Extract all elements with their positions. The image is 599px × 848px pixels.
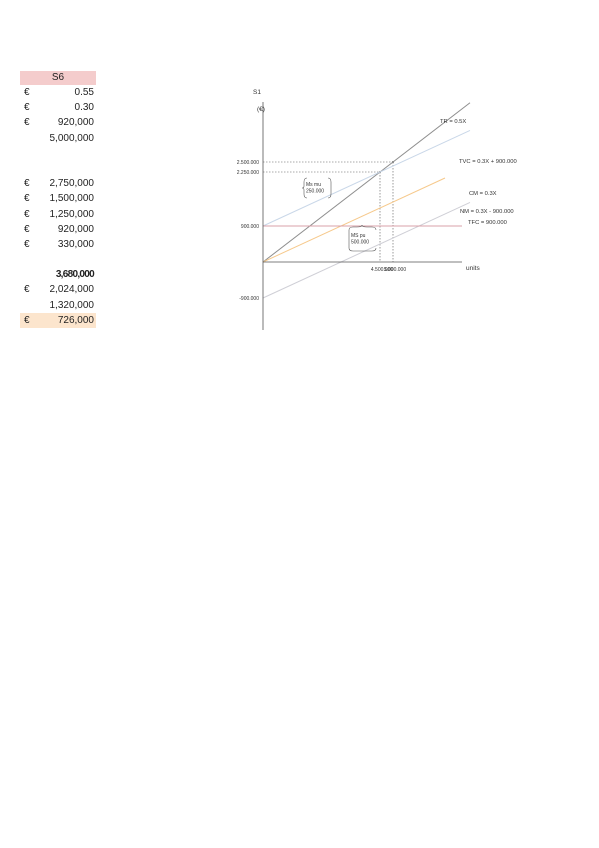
currency-symbol: € — [24, 208, 30, 220]
sheet-row: €920,000 — [20, 222, 96, 237]
cell-value: 0.55 — [74, 87, 94, 98]
cell-value: 1,320,000 — [49, 299, 95, 311]
sheet-row — [20, 252, 96, 267]
cell-value: 1,250,000 — [49, 208, 95, 220]
currency-symbol: € — [24, 178, 30, 190]
cell-value: 920,000 — [57, 117, 94, 129]
cell-value: 2,750,000 — [49, 178, 95, 190]
axes — [262, 102, 462, 330]
sheet-row: €1,250,000 — [20, 207, 96, 222]
series-labels: TR = 0.5X TVC = 0.3X + 900.000 CM = 0.3X NM… — [440, 119, 517, 226]
series-lines — [262, 102, 471, 299]
series-line — [262, 177, 446, 263]
currency-symbol: € — [24, 284, 30, 296]
sheet-row: 5,000,000 — [20, 131, 96, 146]
sheet-row: €0.30 — [20, 100, 96, 115]
sheet-row: €0.55 — [20, 85, 96, 100]
cell-value: 1,500,000 — [49, 193, 95, 205]
y-axis-label: (€) — [257, 106, 265, 113]
y-tick-label: 2.500.000 — [237, 160, 259, 166]
chart-title: S1 — [253, 89, 261, 96]
cell-value: 3,680,000 — [55, 269, 95, 281]
brace-ms-pu-top — [348, 224, 377, 231]
cell-value: 5,000,000 — [49, 132, 95, 144]
sheet-row: 3,680,000 — [20, 267, 96, 282]
sheet-row: €726,000 — [20, 312, 96, 328]
break-even-chart: 2.500.000 2.250.000 900.000 -900.000 4.500.0… — [237, 89, 517, 330]
cell-value: 0.30 — [74, 102, 94, 114]
currency-symbol: € — [24, 87, 30, 98]
sheet-row: €920,000 — [20, 115, 96, 130]
annotation-ms-mu-value: 250.000 — [306, 189, 324, 195]
series-label: TFC = 900.000 — [468, 220, 507, 226]
sheet-row: €1,500,000 — [20, 191, 96, 206]
y-tick-label: 900.000 — [241, 224, 259, 230]
sheet-row: €2,024,000 — [20, 282, 96, 297]
y-tick-label: -900.000 — [239, 296, 259, 302]
series-line — [262, 202, 471, 299]
sheet-row — [20, 161, 96, 176]
column-header: S6 — [20, 71, 96, 85]
brace-ms-pu-bottom — [348, 247, 377, 252]
cell-value: 330,000 — [57, 238, 94, 250]
x-tick-label: 5.000.000 — [384, 267, 406, 273]
series-label: TR = 0.5X — [440, 119, 466, 125]
sheet-row: €330,000 — [20, 237, 96, 252]
currency-symbol: € — [24, 314, 30, 326]
currency-symbol: € — [24, 193, 30, 205]
tick-labels: 2.500.000 2.250.000 900.000 -900.000 4.500.0… — [237, 160, 407, 302]
currency-symbol: € — [24, 117, 30, 129]
cell-value: 920,000 — [57, 223, 94, 235]
series-label: TVC = 0.3X + 900.000 — [459, 159, 517, 165]
brace-ms-mu — [301, 177, 308, 199]
sheet-row: €2,750,000 — [20, 176, 96, 191]
series-label: NM = 0.3X - 900.000 — [460, 209, 514, 215]
cell-value: 726,000 — [57, 314, 94, 326]
sheet-row — [20, 146, 96, 161]
x-tick-label: 4.500.000 — [371, 267, 393, 273]
currency-symbol: € — [24, 223, 30, 235]
annotation-ms-pu-value: 500.000 — [351, 240, 369, 246]
cell-value: 2,024,000 — [49, 284, 95, 296]
series-line — [262, 102, 471, 263]
brace-ms-mu-right — [327, 177, 332, 199]
currency-symbol: € — [24, 102, 30, 114]
sheet-row: 1,320,000 — [20, 298, 96, 313]
y-tick-label: 2.250.000 — [237, 170, 259, 176]
series-line — [262, 130, 471, 227]
annotation-ms-mu: Ms mu — [306, 182, 321, 188]
annotation-ms-pu: MS pu — [351, 233, 366, 239]
x-axis-label: units — [466, 265, 480, 272]
currency-symbol: € — [24, 238, 30, 250]
series-label: CM = 0.3X — [469, 191, 497, 197]
